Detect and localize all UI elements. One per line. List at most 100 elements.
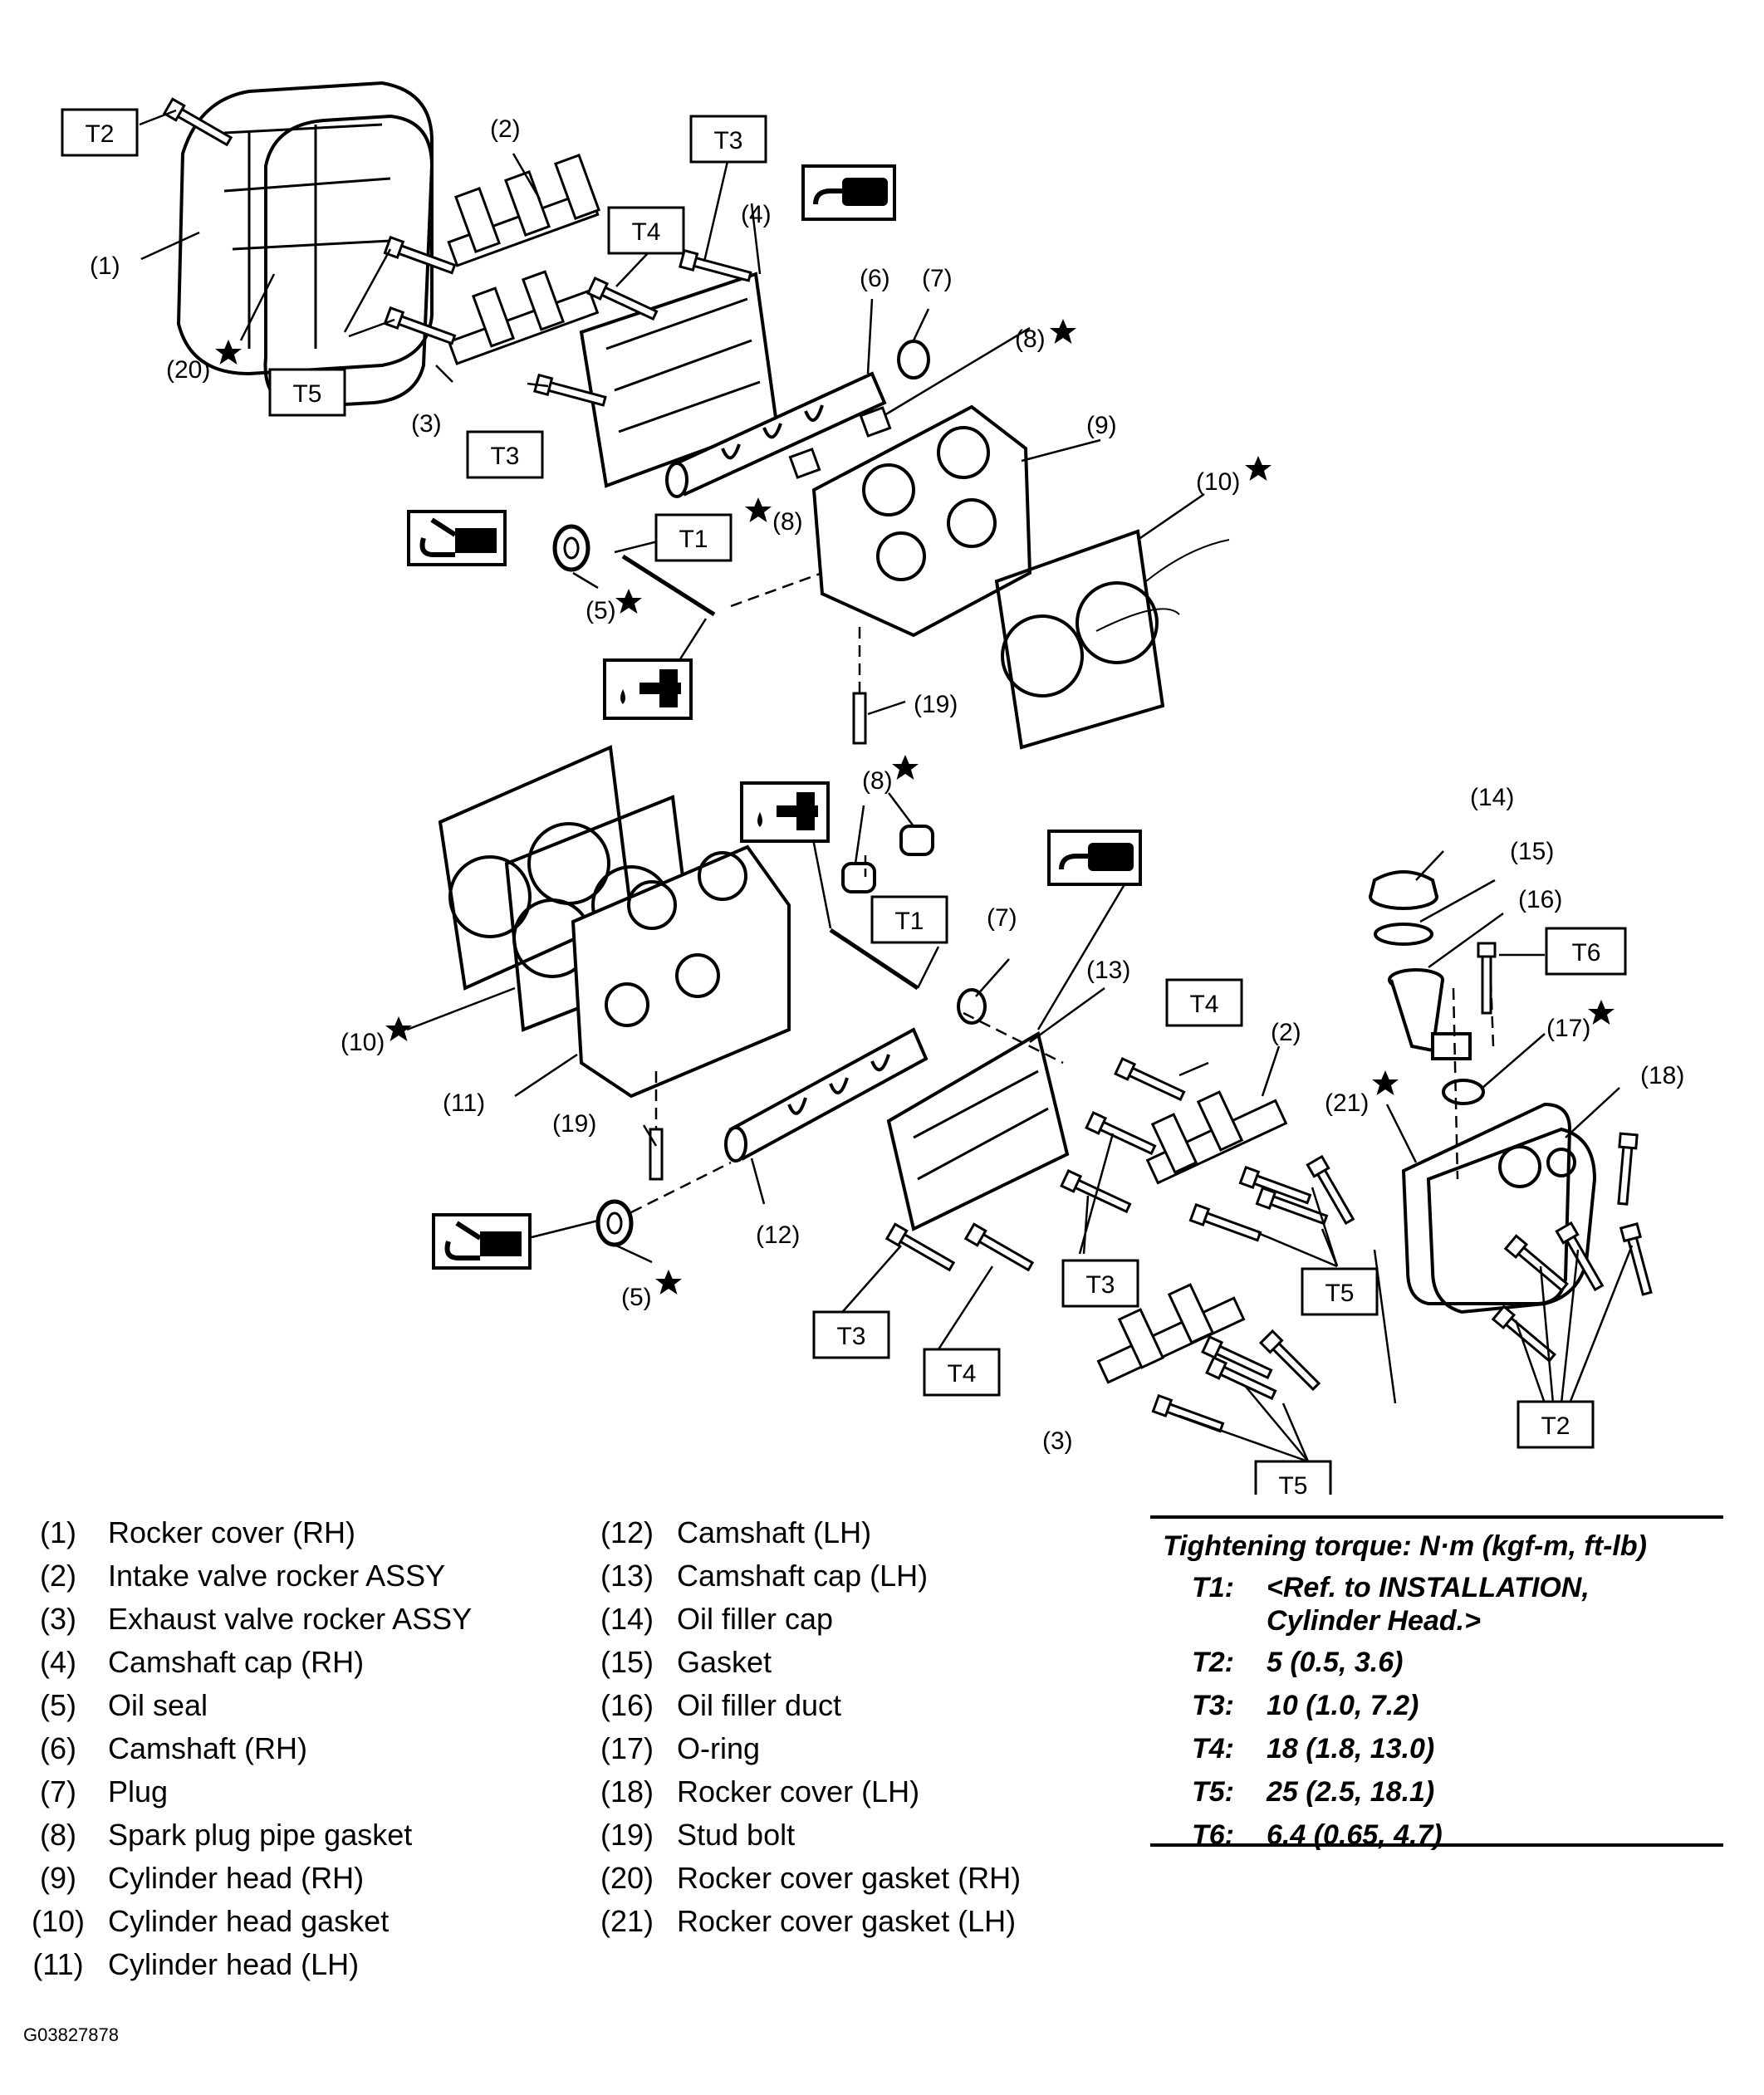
legend-item-label: Stud bolt: [677, 1818, 796, 1852]
stud-t1-rh: [621, 554, 716, 617]
spark-plug-pipe-gasket-rh-b: [788, 448, 821, 479]
callout-15: (15): [1510, 838, 1554, 865]
callout-12-lh: (12): [756, 1221, 800, 1249]
svg-text:T5: T5: [1325, 1280, 1354, 1307]
sealant-icon: [1049, 831, 1140, 884]
callout-3-lh: (3): [1042, 1427, 1073, 1455]
torque-code: T3:: [1192, 1690, 1234, 1721]
o-ring: [1442, 1079, 1485, 1105]
oil-drop-icon: [740, 781, 830, 843]
legend-item-label: Cylinder head (RH): [108, 1861, 365, 1895]
plug-rh: [897, 340, 930, 379]
torque-code: T5:: [1192, 1776, 1234, 1808]
cylinder-head-rh: [811, 404, 1032, 638]
svg-text:T2: T2: [85, 120, 114, 148]
svg-text:T2: T2: [1541, 1412, 1570, 1440]
torque-tag-t6: T6: [1545, 927, 1627, 976]
svg-text:T5: T5: [292, 380, 321, 408]
exhaust-valve-rocker-assy-lh: [1096, 1283, 1246, 1384]
callout-7-rh: (7): [922, 265, 953, 292]
bolt-t3-rh-a: [679, 249, 753, 286]
leader-lines-rh: [139, 109, 1205, 716]
oil-filler-cap: [1369, 870, 1438, 910]
bolt-t2-lh-a: [1613, 1132, 1639, 1207]
stud-bolt-rh: [852, 692, 867, 745]
new-part-star-icon: [1050, 319, 1076, 344]
legend-item-label: Cylinder head gasket: [108, 1904, 390, 1938]
oil-filler-duct: [1388, 968, 1472, 1060]
torque-table-bottom-rule: [1150, 1843, 1723, 1847]
svg-text:T3: T3: [836, 1323, 865, 1350]
legend-item-number: (3): [40, 1602, 76, 1636]
legend-item-number: (10): [31, 1904, 86, 1938]
legend-item-number: (17): [600, 1731, 654, 1765]
legend-item-label: Rocker cover gasket (LH): [677, 1904, 1017, 1938]
callout-4-rh: (4): [741, 201, 772, 228]
legend-item-number: (18): [600, 1774, 654, 1809]
legend-item-number: (6): [40, 1731, 76, 1765]
new-part-star-icon: [1588, 1000, 1615, 1025]
oil-can-icon: [409, 512, 505, 565]
svg-text:T3: T3: [490, 443, 519, 470]
legend-item-label: Oil filler duct: [677, 1688, 842, 1722]
callout-2-lh: (2): [1271, 1019, 1301, 1046]
legend-item-number: (11): [32, 1947, 84, 1981]
bolt-t4-rh: [586, 277, 660, 325]
camshaft-lh: [724, 1027, 929, 1163]
callout-16: (16): [1518, 886, 1562, 913]
callout-5-lh: (5): [621, 1284, 652, 1311]
callout-10-rh: (10): [1196, 468, 1240, 496]
callout-8-lh: (8): [862, 767, 893, 795]
callout-8-rh-b: (8): [772, 508, 803, 536]
torque-tag-t5-lh-b: T5: [1254, 1460, 1332, 1495]
torque-tag-t4-lh-a: T4: [1165, 978, 1243, 1027]
stud-bolt-lh: [649, 1128, 664, 1181]
spark-plug-pipe-gasket-rh-a: [859, 406, 892, 438]
callout-11-lh: (11): [443, 1089, 485, 1117]
legend-item-label: O-ring: [677, 1731, 761, 1765]
callout-13-lh: (13): [1086, 957, 1130, 984]
new-part-star-icon: [745, 497, 772, 522]
torque-tag-t3-lh-a: T3: [1061, 1259, 1139, 1308]
oil-seal-rh: [552, 524, 590, 572]
bolt-t4-lh-b: [964, 1222, 1036, 1275]
callout-19-rh: (19): [914, 691, 958, 718]
legend-item-label: Intake valve rocker ASSY: [108, 1559, 446, 1593]
bolt-t5-lh-e: [1259, 1329, 1324, 1394]
bolt-t4-lh-a: [1114, 1057, 1188, 1105]
legend-item-number: (8): [40, 1818, 76, 1852]
legend-item-label: Gasket: [677, 1645, 772, 1679]
torque-table-top-rule: [1150, 1515, 1723, 1519]
svg-text:T3: T3: [1085, 1271, 1115, 1299]
torque-tag-t3-lh-b: T3: [812, 1310, 890, 1359]
legend-item-label: Camshaft cap (LH): [677, 1559, 929, 1593]
oil-seal-lh: [595, 1199, 634, 1247]
legend-item-label: Camshaft (LH): [677, 1515, 872, 1549]
intake-valve-rocker-assy-lh: [1145, 1090, 1288, 1185]
torque-value: 25 (2.5, 18.1): [1267, 1776, 1435, 1808]
legend-item-number: (16): [600, 1688, 654, 1722]
figure-id: G03827878: [23, 2024, 119, 2045]
torque-tag-t1-rh: T1: [654, 513, 733, 562]
svg-text:T4: T4: [1189, 991, 1218, 1018]
legend-item-label: Cylinder head (LH): [108, 1947, 360, 1981]
new-part-star-icon: [892, 755, 919, 780]
legend-item-label: Oil seal: [108, 1688, 208, 1722]
legend-item-number: (7): [40, 1774, 76, 1809]
camshaft-cap-rh: [579, 272, 779, 488]
torque-value: 10 (1.0, 7.2): [1267, 1690, 1419, 1721]
callout-14: (14): [1470, 784, 1514, 811]
torque-tag-t2-lh: T2: [1517, 1400, 1595, 1449]
callout-17: (17): [1546, 1015, 1590, 1042]
callout-8-rh-a: (8): [1015, 326, 1046, 353]
legend-item-number: (21): [600, 1904, 654, 1938]
legend-item-label: Rocker cover gasket (RH): [677, 1861, 1022, 1895]
torque-tag-t3-rh-a: T3: [689, 115, 767, 164]
callout-18: (18): [1640, 1062, 1684, 1089]
torque-tag-t4-rh: T4: [607, 206, 685, 255]
camshaft-cap-lh: [886, 1030, 1070, 1231]
bolt-t5-lh-h: [1151, 1394, 1226, 1437]
callout-3-rh: (3): [411, 410, 442, 438]
intake-valve-rocker-assy-rh: [447, 154, 600, 267]
new-part-star-icon: [655, 1270, 682, 1295]
